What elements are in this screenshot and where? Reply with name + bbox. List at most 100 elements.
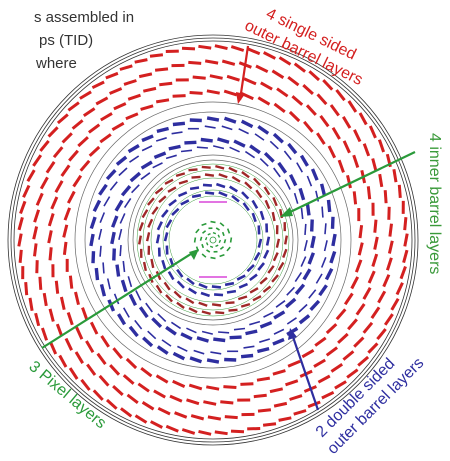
outer-double-module <box>286 317 297 325</box>
inner-barrel-module <box>138 235 142 245</box>
pixel-module <box>215 244 219 248</box>
outer-single-module <box>302 83 314 96</box>
outer-single-module <box>230 429 245 434</box>
outer-double-module <box>103 196 111 207</box>
pixel-module <box>219 246 224 250</box>
outer-double-module <box>180 149 193 153</box>
outer-single-module <box>207 415 222 421</box>
outer-single-module <box>371 253 379 267</box>
tracker-modules <box>17 44 409 436</box>
pixel-module <box>207 232 211 236</box>
inner-barrel-module <box>263 249 270 259</box>
inner-barrel-module <box>255 189 263 199</box>
outer-single-module <box>403 233 409 247</box>
outer-single-module <box>47 126 59 138</box>
outer-single-module <box>181 428 196 435</box>
outer-double-module <box>206 358 220 364</box>
inner-barrel-module <box>253 177 261 186</box>
pixel-module <box>209 245 214 249</box>
outer-double-module <box>244 150 256 159</box>
outer-double-module <box>131 184 140 194</box>
outer-single-module <box>403 217 408 231</box>
outer-double-module <box>238 128 249 135</box>
inner-barrel-module <box>167 271 175 281</box>
pixel-module <box>205 242 209 246</box>
outer-single-module <box>257 408 272 413</box>
outer-double-module <box>273 310 286 320</box>
outer-double-module <box>128 325 139 338</box>
outer-single-module <box>62 224 69 238</box>
outer-single-module <box>342 116 352 129</box>
outer-single-module <box>358 225 364 239</box>
outer-single-module <box>82 107 96 117</box>
outer-double-module <box>117 313 127 326</box>
outer-single-module <box>169 394 183 403</box>
outer-double-module <box>269 140 279 150</box>
outer-single-module <box>395 282 404 296</box>
outer-double-module <box>141 134 154 143</box>
outer-double-module <box>106 278 111 290</box>
outer-double-module <box>324 223 327 235</box>
outer-single-module <box>188 383 203 391</box>
outer-double-module <box>120 279 128 293</box>
outer-single-module <box>109 87 123 95</box>
outer-single-module <box>383 190 388 204</box>
outer-single-module <box>174 411 188 419</box>
outer-double-module <box>165 325 177 336</box>
inner-barrel-module <box>165 294 173 303</box>
outer-double-module <box>186 327 197 334</box>
outer-single-module <box>204 59 219 65</box>
outer-double-module <box>151 317 163 329</box>
outer-double-module <box>310 168 319 181</box>
outer-single-module <box>66 312 74 326</box>
outer-double-module <box>275 300 286 308</box>
outer-double-arrow <box>290 333 320 411</box>
outer-single-module <box>140 367 153 378</box>
inner-barrel-module <box>249 273 258 282</box>
outer-single-module <box>98 374 110 387</box>
outer-single-module <box>190 414 205 421</box>
inner-barrel-module <box>155 284 163 294</box>
inner-barrel-module <box>267 265 275 274</box>
outer-single-module <box>390 297 400 311</box>
outer-double-module <box>302 268 312 281</box>
outer-single-module <box>402 249 409 263</box>
inner-barrel-module <box>284 235 288 245</box>
inner-barrel-module <box>225 301 235 305</box>
outer-double-module <box>165 154 177 160</box>
outer-double-module <box>134 319 143 330</box>
outer-single-arrow <box>238 45 250 101</box>
outer-single-module <box>316 132 326 145</box>
outer-single-module <box>247 47 261 56</box>
outer-single-module <box>74 291 80 306</box>
outer-single-module <box>223 89 238 97</box>
inner-barrel-module <box>178 179 189 185</box>
outer-single-module <box>19 200 27 215</box>
outer-double-module <box>298 314 311 325</box>
outer-single-module <box>137 382 150 393</box>
outer-double-module <box>259 321 273 329</box>
outer-single-module <box>224 415 238 420</box>
outer-double-module <box>111 215 119 228</box>
outer-single-module <box>105 71 119 80</box>
inner-barrel-module <box>242 202 250 212</box>
outer-single-label: 4 single sided outer barrel layers <box>242 5 365 89</box>
outer-single-module <box>347 100 358 113</box>
inner-barrel-module <box>231 194 240 203</box>
inner-barrel-module <box>147 197 155 206</box>
outer-single-module <box>343 292 354 306</box>
inner-barrel-module <box>150 258 155 269</box>
outer-single-module <box>60 164 71 177</box>
outer-double-module <box>305 203 311 216</box>
inner-barrel-arrow <box>285 151 416 215</box>
outer-single-module <box>80 378 91 391</box>
outer-single-module <box>347 318 358 331</box>
outer-single-module <box>305 104 317 116</box>
outer-double-module <box>210 351 222 355</box>
outer-single-module <box>230 45 245 52</box>
outer-single-module <box>288 110 301 123</box>
outer-single-module <box>373 219 378 233</box>
inner-barrel-module <box>191 175 201 179</box>
inner-barrel-module <box>257 238 263 248</box>
outer-double-module <box>309 299 321 311</box>
